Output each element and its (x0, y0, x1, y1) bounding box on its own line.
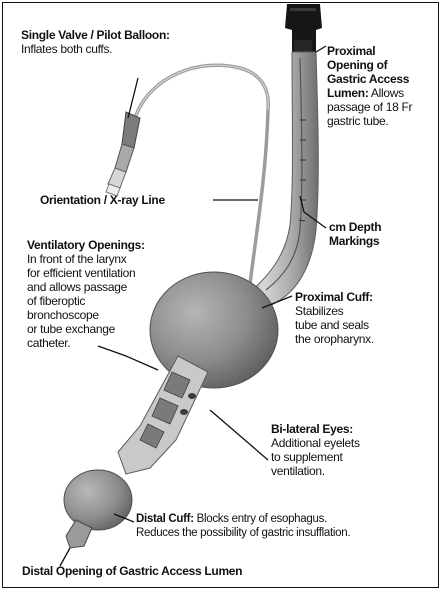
proximal-cuff-heading: Proximal Cuff: (295, 290, 374, 304)
ventilatory-openings-heading: Ventilatory Openings: (27, 238, 145, 252)
label-orientation-line: Orientation / X-ray Line (40, 193, 165, 207)
tube-connector (285, 4, 322, 52)
bilateral-eyes-body-3: ventilation. (271, 464, 360, 478)
proximal-opening-heading-1: Proximal (327, 44, 412, 58)
label-depth-markings: cm Depth Markings (329, 220, 381, 248)
proximal-opening-heading-4: Lumen: (327, 86, 369, 100)
pilot-line-highlight (135, 65, 268, 118)
single-valve-body: Inflates both cuffs. (21, 42, 170, 56)
bilateral-eyes-body-1: Additional eyelets (271, 436, 360, 450)
distal-cuff-heading: Distal Cuff: (136, 513, 194, 525)
label-single-valve: Single Valve / Pilot Balloon: Inflates b… (21, 28, 170, 56)
bilateral-eyes-heading: Bi-lateral Eyes: (271, 422, 360, 436)
proximal-opening-body-2: gastric tube. (327, 114, 412, 128)
ventilatory-openings-body-1: In front of the larynx (27, 252, 145, 266)
pilot-balloon (106, 112, 140, 196)
ventilatory-openings-body-6: or tube exchange (27, 322, 145, 336)
depth-markings-heading-1: cm Depth (329, 220, 381, 234)
ventilatory-openings-body-2: for efficient ventilation (27, 266, 145, 280)
label-bilateral-eyes: Bi-lateral Eyes: Additional eyelets to s… (271, 422, 360, 478)
proximal-opening-heading-tail: Allows (369, 86, 404, 100)
ventilatory-openings-body-4: of fiberoptic (27, 294, 145, 308)
label-ventilatory-openings: Ventilatory Openings: In front of the la… (27, 238, 145, 350)
distal-opening-heading: Distal Opening of Gastric Access Lumen (22, 564, 242, 578)
pilot-line (135, 65, 268, 300)
label-proximal-opening: Proximal Opening of Gastric Access Lumen… (327, 44, 412, 128)
ventilatory-openings-body-5: bronchoscope (27, 308, 145, 322)
proximal-opening-body-1: passage of 18 Fr (327, 100, 412, 114)
depth-markings-heading-2: Markings (329, 234, 381, 248)
proximal-cuff-body-2: tube and seals (295, 318, 374, 332)
label-distal-cuff: Distal Cuff: Blocks entry of esophagus. … (136, 512, 350, 540)
bilateral-eyes-body-2: to supplement (271, 450, 360, 464)
proximal-opening-heading-2: Opening of (327, 58, 412, 72)
proximal-cuff (150, 272, 278, 388)
orientation-line-heading: Orientation / X-ray Line (40, 193, 165, 207)
distal-cuff-body-1: Blocks entry of esophagus. (194, 513, 327, 525)
proximal-opening-heading-3: Gastric Access (327, 72, 412, 86)
distal-cuff (64, 470, 132, 530)
distal-cuff-body-2: Reduces the possibility of gastric insuf… (136, 526, 350, 540)
ventilatory-openings-body-7: catheter. (27, 336, 145, 350)
label-distal-opening: Distal Opening of Gastric Access Lumen (22, 564, 242, 578)
label-proximal-cuff: Proximal Cuff: Stabilizes tube and seals… (295, 290, 374, 346)
proximal-cuff-body-1: Stabilizes (295, 304, 374, 318)
single-valve-heading: Single Valve / Pilot Balloon: (21, 28, 170, 42)
proximal-cuff-body-3: the oropharynx. (295, 332, 374, 346)
ventilatory-openings-body-3: and allows passage (27, 280, 145, 294)
